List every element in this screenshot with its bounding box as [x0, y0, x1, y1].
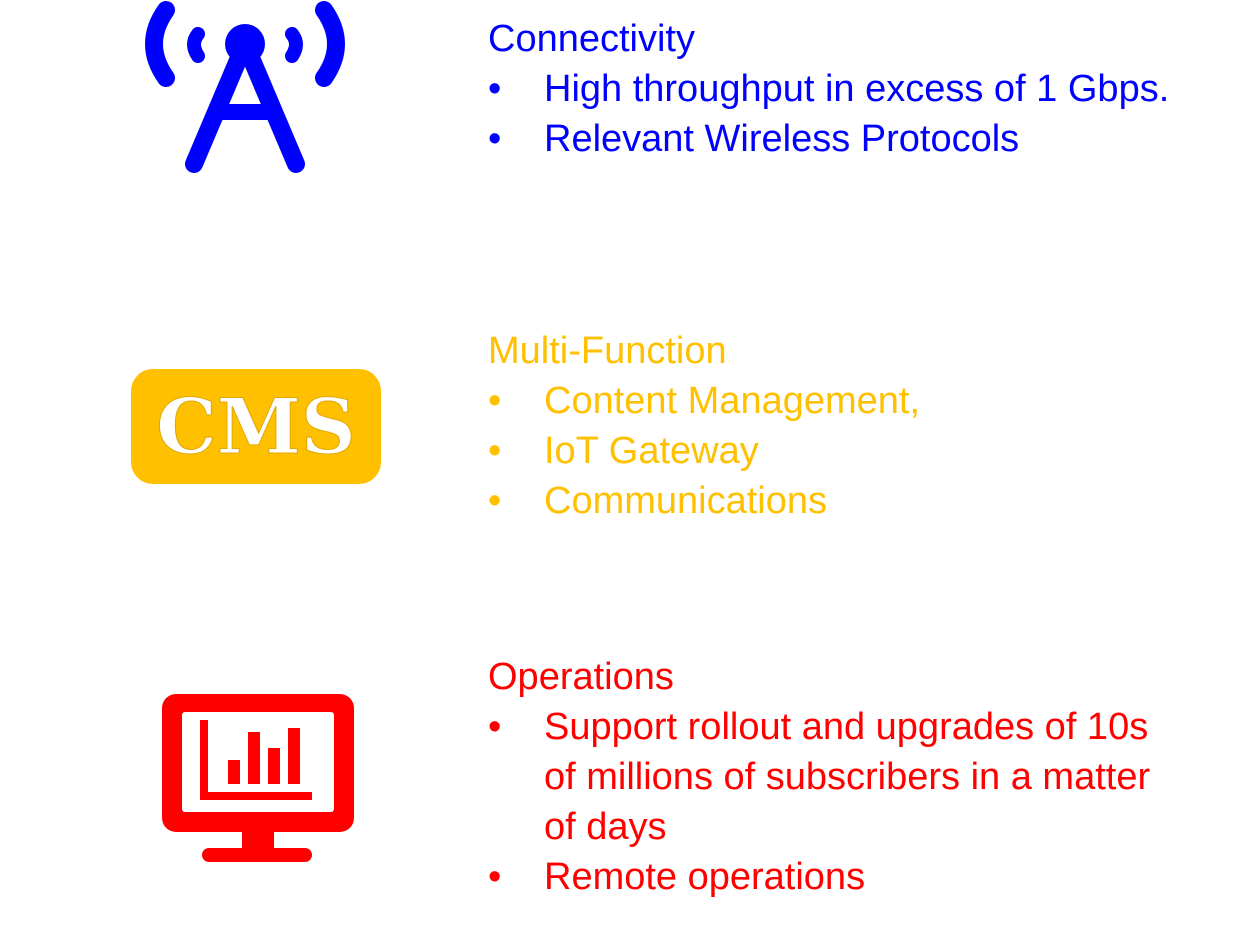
list-item: • Support rollout and upgrades of 10s of… [488, 702, 1178, 852]
list-item: • Content Management, [488, 376, 1178, 426]
multifunction-section: Multi-Function • Content Management, • I… [488, 326, 1178, 526]
operations-item-rollout: Support rollout and upgrades of 10s of m… [544, 706, 1151, 848]
cms-icon-label: CMS [156, 382, 356, 471]
connectivity-item-protocols: Relevant Wireless Protocols [544, 118, 1020, 160]
operations-item-remote: Remote operations [544, 856, 866, 898]
operations-section: Operations • Support rollout and upgrade… [488, 652, 1178, 902]
bullet: • [488, 856, 502, 898]
operations-list: • Support rollout and upgrades of 10s of… [488, 702, 1178, 902]
monitor-chart-icon [160, 692, 356, 864]
multifunction-item-content: Content Management, [544, 380, 921, 422]
bullet: • [488, 430, 502, 472]
connectivity-list: • High throughput in excess of 1 Gbps. •… [488, 64, 1178, 164]
bullet: • [488, 480, 502, 522]
connectivity-section: Connectivity • High throughput in excess… [488, 14, 1178, 164]
bullet: • [488, 380, 502, 422]
multifunction-item-iot: IoT Gateway [544, 430, 759, 472]
bullet: • [488, 68, 502, 110]
connectivity-item-throughput: High throughput in excess of 1 Gbps. [544, 68, 1170, 110]
antenna-icon [130, 0, 360, 180]
list-item: • Communications [488, 476, 1178, 526]
bullet: • [488, 706, 502, 748]
multifunction-list: • Content Management, • IoT Gateway • Co… [488, 376, 1178, 526]
list-item: • IoT Gateway [488, 426, 1178, 476]
multifunction-item-communications: Communications [544, 480, 827, 522]
list-item: • Relevant Wireless Protocols [488, 114, 1178, 164]
connectivity-heading: Connectivity [488, 18, 695, 60]
list-item: • High throughput in excess of 1 Gbps. [488, 64, 1178, 114]
multifunction-heading: Multi-Function [488, 330, 727, 372]
bullet: • [488, 118, 502, 160]
operations-heading: Operations [488, 656, 674, 698]
cms-icon: CMS [130, 368, 382, 485]
list-item: • Remote operations [488, 852, 1178, 902]
